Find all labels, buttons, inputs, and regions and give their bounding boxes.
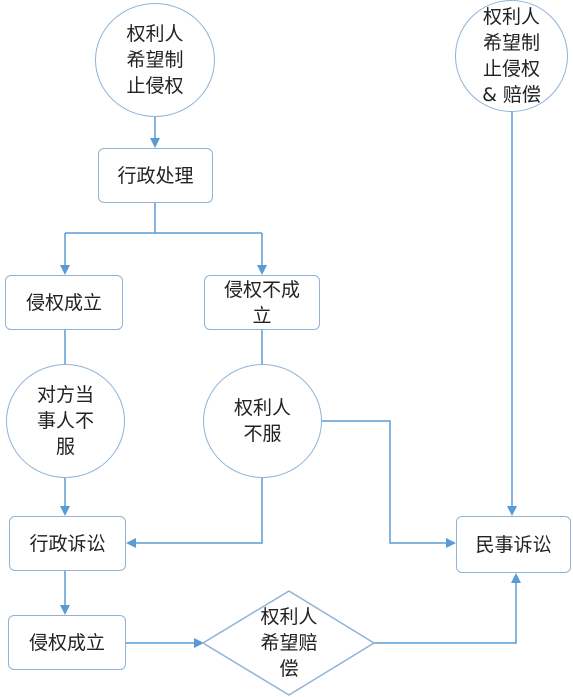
node-holder-disagrees: 权利人 不服: [203, 364, 322, 478]
node-label: 权利人 希望制 止侵权: [126, 23, 184, 97]
arrow-diamond-to-civil: [374, 573, 521, 644]
decision-diamond: [201, 590, 376, 696]
node-infringement-established-2: 侵权成立: [8, 615, 126, 670]
node-admin-handling: 行政处理: [98, 148, 213, 203]
node-label: 侵权成立: [25, 291, 102, 314]
arrow-holder-to-civil: [322, 420, 456, 548]
node-label: 对方当 事人不 服: [36, 384, 94, 458]
node-label: 权利人 希望赔 偿: [260, 606, 318, 680]
node-civil-litigation: 民事诉讼: [456, 516, 571, 573]
node-label: 侵权成立: [28, 631, 105, 654]
node-holder-wants-compensation: 权利人 希望赔 偿: [228, 603, 350, 683]
node-infringement-established: 侵权成立: [5, 275, 123, 330]
node-label: 权利人 希望制 止侵权 & 赔偿: [482, 6, 541, 106]
node-label: 权利人 不服: [233, 397, 291, 445]
node-other-party-disagrees: 对方当 事人不 服: [6, 364, 125, 478]
node-label: 行政处理: [117, 164, 194, 187]
node-label: 侵权不成 立: [223, 278, 300, 327]
node-administrative-litigation: 行政诉讼: [9, 516, 126, 571]
node-label: 民事诉讼: [475, 533, 552, 556]
node-label: 行政诉讼: [29, 532, 106, 555]
node-infringement-not-established: 侵权不成 立: [204, 275, 320, 330]
arrow-holder-to-admin-lit: [126, 478, 263, 548]
node-holder-stop-and-compensate: 权利人 希望制 止侵权 & 赔偿: [455, 0, 568, 112]
node-holder-stop-infringement: 权利人 希望制 止侵权: [95, 3, 215, 117]
